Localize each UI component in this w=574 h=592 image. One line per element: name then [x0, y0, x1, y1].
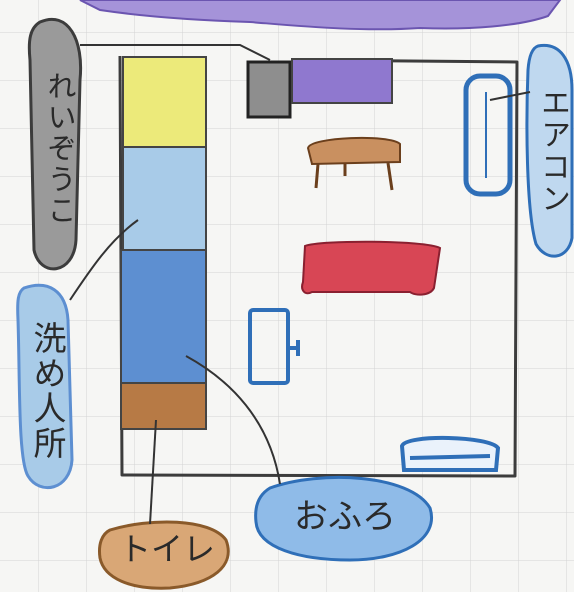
washroom-area [122, 146, 207, 251]
blue-bed-line [409, 454, 491, 460]
purple-shelf [291, 58, 393, 104]
toilet-area [120, 382, 207, 430]
toilet-label-bubble [98, 520, 230, 590]
washroom-label: 洗め人所 [28, 321, 67, 461]
bath-leader-line [185, 355, 281, 485]
fridge-label-bubble [27, 17, 83, 271]
toilet-leader-line [149, 419, 157, 525]
fridge-leader-line [80, 44, 271, 61]
bath-label: おふろ [294, 497, 396, 537]
blue-bed [399, 435, 501, 472]
brown-table [306, 136, 401, 166]
gray-box [246, 60, 292, 119]
fridge-label: れいぞうこ [43, 70, 77, 226]
blue-tv [248, 308, 290, 385]
red-sofa [301, 240, 442, 296]
aircon-label: エアコン [535, 87, 570, 215]
washroom-label-bubble [16, 283, 74, 490]
purple-scribble-top [79, 0, 562, 31]
aircon-unit [463, 73, 513, 197]
bath-area [120, 249, 207, 384]
washroom-leader-line [69, 219, 139, 301]
bath-label-bubble [254, 475, 433, 562]
tv-stand [289, 340, 300, 356]
aircon-label-bubble [525, 43, 574, 258]
brown-table-legs [314, 162, 394, 191]
toilet-label: トイレ [118, 530, 215, 568]
aircon-leader-line [489, 91, 531, 101]
fridge-area [122, 56, 207, 148]
